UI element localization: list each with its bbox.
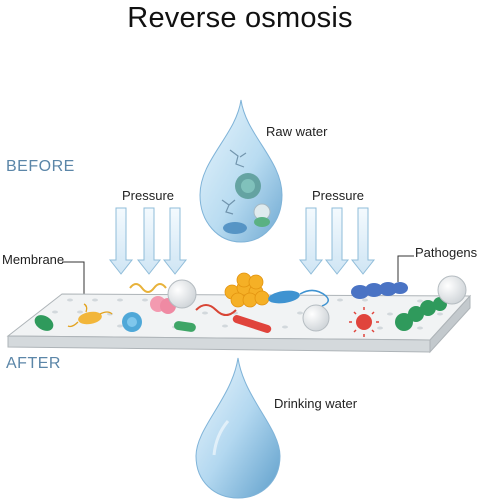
raw-water-drop bbox=[199, 99, 283, 243]
membrane-leader-line bbox=[62, 261, 85, 298]
diagram-title: Reverse osmosis bbox=[127, 2, 353, 34]
pressure-arrows-left bbox=[108, 207, 188, 275]
pathogens-label: Pathogens bbox=[415, 245, 478, 260]
pressure-arrows-right bbox=[298, 207, 376, 275]
before-stage-label: BEFORE bbox=[6, 158, 75, 175]
drinking-water-drop bbox=[195, 357, 281, 499]
pathogens-leader-line bbox=[397, 255, 414, 282]
drinking-water-label: Drinking water bbox=[274, 396, 358, 411]
pressure-right-label: Pressure bbox=[312, 188, 365, 203]
drop-contaminants bbox=[221, 149, 271, 234]
raw-water-label: Raw water bbox=[266, 124, 328, 139]
membrane-label: Membrane bbox=[2, 252, 65, 267]
pathogen-particles bbox=[34, 272, 467, 337]
pressure-left-label: Pressure bbox=[122, 188, 175, 203]
after-stage-label: AFTER bbox=[6, 355, 61, 372]
